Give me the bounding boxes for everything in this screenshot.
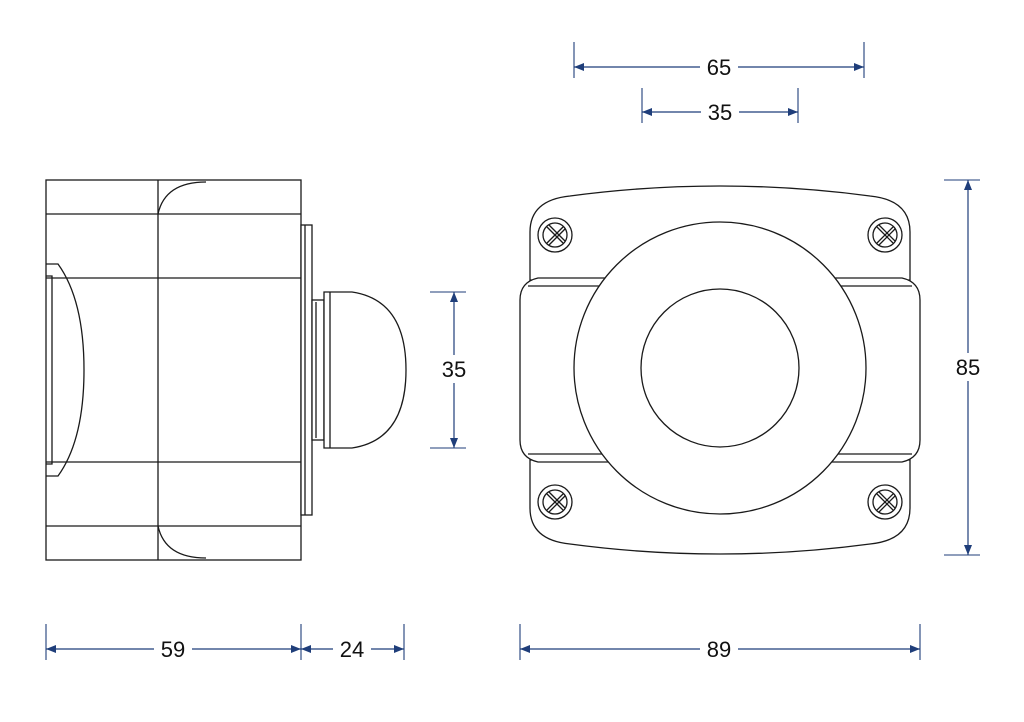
dimension-label: 65: [707, 55, 731, 80]
dimension-label: 89: [707, 637, 731, 662]
front-button-circle: [640, 288, 800, 448]
dimension-35-side: 35: [430, 291, 472, 449]
side-button-dome: [323, 291, 407, 449]
screw-icon: [537, 217, 573, 253]
dimension-35-top: 35: [641, 88, 799, 125]
screw-icon: [867, 484, 903, 520]
front-view: [519, 185, 921, 555]
side-top-corner-curve: [157, 181, 207, 215]
side-left-bulge-inner: [46, 275, 53, 465]
side-left-bulge: [46, 263, 85, 477]
side-button-collar: [311, 299, 325, 441]
dimension-65-top: 65: [573, 42, 865, 80]
dimension-label: 24: [340, 637, 364, 662]
dimension-85-right: 85: [944, 179, 986, 556]
side-flange-plate: [300, 224, 313, 516]
dimension-label: 35: [442, 357, 466, 382]
dimension-89-bottom: 89: [519, 624, 921, 662]
side-bottom-corner-curve: [157, 525, 207, 559]
dimension-label: 59: [161, 637, 185, 662]
screw-icon: [867, 217, 903, 253]
screw-icon: [537, 484, 573, 520]
dimension-24-bottom: 24: [301, 624, 405, 662]
dimension-label: 85: [956, 355, 980, 380]
dimension-label: 35: [708, 100, 732, 125]
side-view: [45, 179, 407, 561]
dimension-59-bottom: 59: [45, 624, 302, 662]
